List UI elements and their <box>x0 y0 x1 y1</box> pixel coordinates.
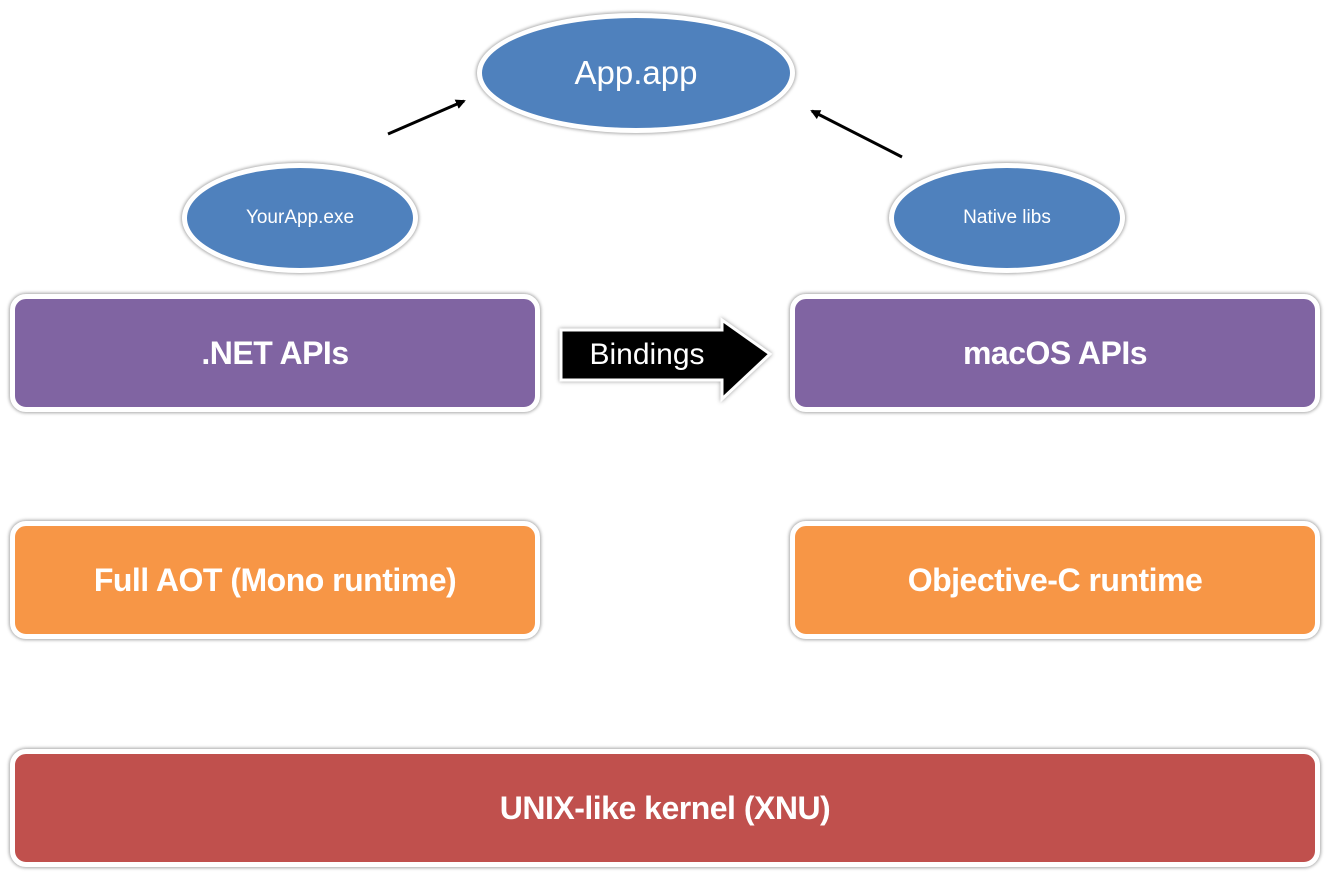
yourapp-label: YourApp.exe <box>245 207 355 228</box>
full-aot-box: Full AOT (Mono runtime) <box>10 521 540 639</box>
yourapp-to-app-arrow <box>387 99 466 136</box>
yourapp-node: YourApp.exe <box>182 163 418 273</box>
app-bundle-label: App.app <box>574 54 698 91</box>
macos-apis-box: macOS APIs <box>790 294 1320 412</box>
app-bundle-node: App.app <box>477 13 795 133</box>
kernel-label: UNIX-like kernel (XNU) <box>499 789 831 826</box>
bindings-label: Bindings <box>589 338 705 371</box>
native-libs-label: Native libs <box>963 207 1051 228</box>
objc-runtime-label: Objective-C runtime <box>907 561 1203 598</box>
objc-runtime-box: Objective-C runtime <box>790 521 1320 639</box>
native-libs-node: Native libs <box>889 163 1125 273</box>
nativelibs-to-app-arrow <box>810 109 903 159</box>
dotnet-apis-box: .NET APIs <box>10 294 540 412</box>
macos-apis-label: macOS APIs <box>962 334 1148 371</box>
kernel-box: UNIX-like kernel (XNU) <box>10 749 1320 867</box>
dotnet-apis-label: .NET APIs <box>201 334 349 371</box>
full-aot-label: Full AOT (Mono runtime) <box>93 561 457 598</box>
